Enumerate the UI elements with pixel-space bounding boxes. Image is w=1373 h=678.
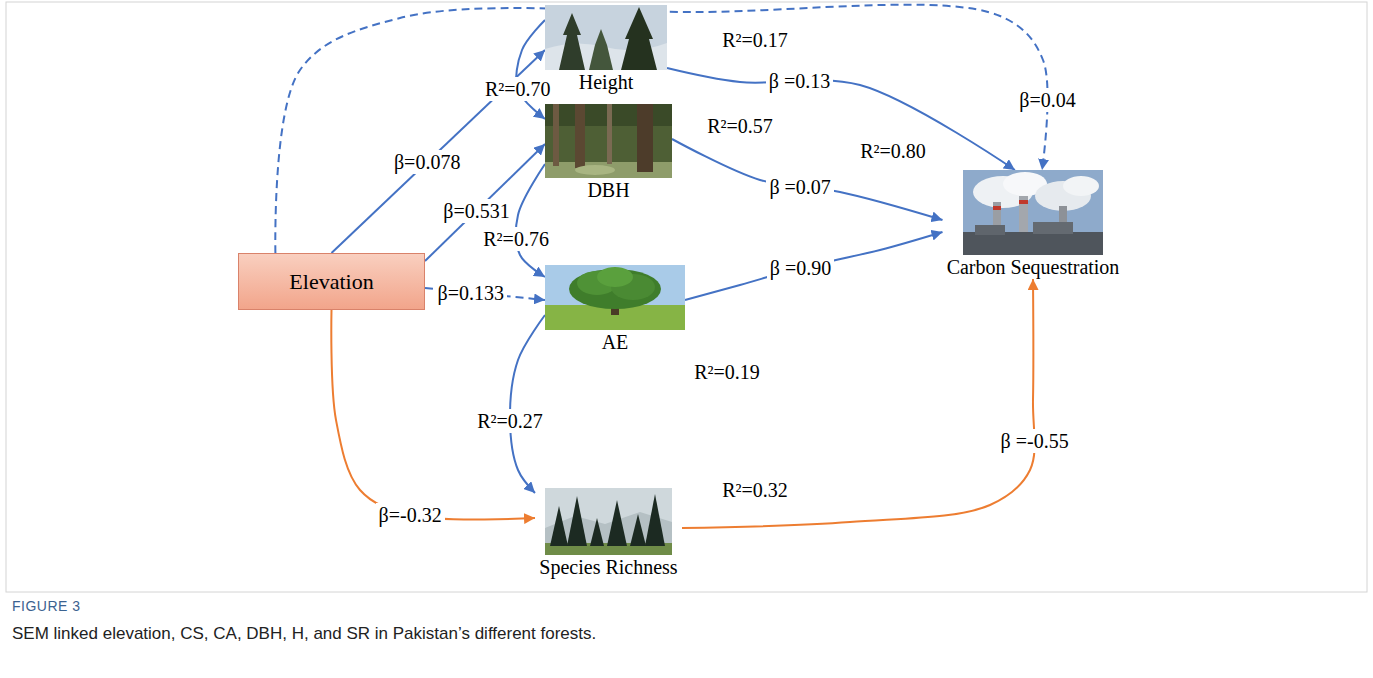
- photo-detail: [597, 267, 633, 287]
- photo-caption: DBH: [587, 178, 629, 202]
- r-squared-label: R²=0.17: [722, 28, 788, 52]
- photo-detail: [545, 265, 685, 330]
- r-squared-label: R²=0.32: [722, 478, 788, 502]
- factory-photo: [963, 170, 1103, 255]
- photo-detail: [545, 104, 672, 178]
- height-photo: [545, 5, 667, 70]
- photo-detail: [607, 104, 612, 164]
- path-arrow: [275, 5, 1047, 253]
- photo-node: Carbon Sequestration: [943, 170, 1124, 279]
- path-coefficient: R²=0.27: [474, 409, 546, 433]
- figure-caption: SEM linked elevation, CS, CA, DBH, H, an…: [12, 624, 596, 644]
- photo-detail: [607, 500, 627, 546]
- photo-caption: Carbon Sequestration: [947, 255, 1120, 279]
- path-coefficient: β=0.078: [391, 150, 463, 174]
- photo-caption: Height: [579, 70, 633, 94]
- path-arrow: [667, 68, 1015, 170]
- path-coefficient: β=0.133: [435, 281, 507, 305]
- path-arrow: [672, 139, 943, 220]
- path-coefficient: R²=0.70: [482, 77, 554, 101]
- photo-detail: [550, 494, 665, 546]
- path-arrow: [516, 20, 545, 119]
- species-photo: [545, 488, 672, 555]
- dbh-photo: [545, 104, 672, 178]
- photo-detail: [589, 29, 613, 70]
- figure-frame: [6, 2, 1367, 592]
- photo-detail: [575, 104, 585, 168]
- photo-caption: AE: [602, 330, 629, 354]
- photo-detail: [993, 206, 1001, 210]
- photo-detail: [1019, 200, 1028, 204]
- photo-detail: [975, 225, 1005, 235]
- photo-frame: [545, 265, 685, 330]
- photo-frame: [545, 488, 672, 555]
- path-arrow: [516, 164, 545, 277]
- photo-detail: [567, 496, 587, 546]
- photo-detail: [645, 494, 665, 546]
- path-coefficient: β =0.90: [767, 256, 834, 280]
- photo-detail: [963, 170, 1103, 255]
- path-coefficient: β=0.531: [440, 199, 512, 223]
- photo-caption: Species Richness: [539, 555, 677, 579]
- photo-detail: [963, 232, 1103, 255]
- photo-detail: [545, 488, 672, 555]
- photo-detail: [545, 5, 667, 70]
- path-coefficient: R²=0.76: [480, 227, 552, 251]
- path-arrow: [510, 315, 545, 493]
- figure-number: FIGURE 3: [12, 598, 81, 614]
- photo-detail: [553, 104, 559, 166]
- path-arrow: [682, 279, 1035, 528]
- r-squared-label: R²=0.80: [860, 139, 926, 163]
- photo-node: Species Richness: [535, 488, 682, 579]
- path-coefficient: β =0.07: [766, 175, 833, 199]
- photo-node: DBH: [545, 104, 672, 202]
- photo-detail: [621, 7, 657, 70]
- r-squared-label: R²=0.19: [694, 360, 760, 384]
- photo-detail: [1063, 176, 1099, 196]
- path-coefficient: β =-0.55: [998, 429, 1072, 453]
- path-arrow: [685, 232, 943, 300]
- photo-detail: [1033, 222, 1073, 234]
- path-coefficient: β =0.13: [766, 69, 833, 93]
- photo-detail: [559, 13, 585, 70]
- r-squared-label: R²=0.57: [707, 114, 773, 138]
- photo-detail: [637, 104, 653, 172]
- photo-detail: [630, 514, 646, 546]
- photo-node: Height: [545, 5, 667, 94]
- photo-frame: [545, 104, 672, 178]
- photo-detail: [590, 518, 604, 546]
- photo-frame: [963, 170, 1103, 255]
- photo-detail: [550, 506, 568, 546]
- path-coefficient: β=0.04: [1016, 88, 1078, 112]
- variable-box: Elevation: [238, 253, 425, 310]
- photo-detail: [575, 165, 615, 175]
- ae-photo: [545, 265, 685, 330]
- photo-frame: [545, 5, 667, 70]
- path-coefficient: β=-0.32: [376, 503, 445, 527]
- variable-name: Elevation: [289, 269, 373, 295]
- photo-node: AE: [545, 265, 685, 354]
